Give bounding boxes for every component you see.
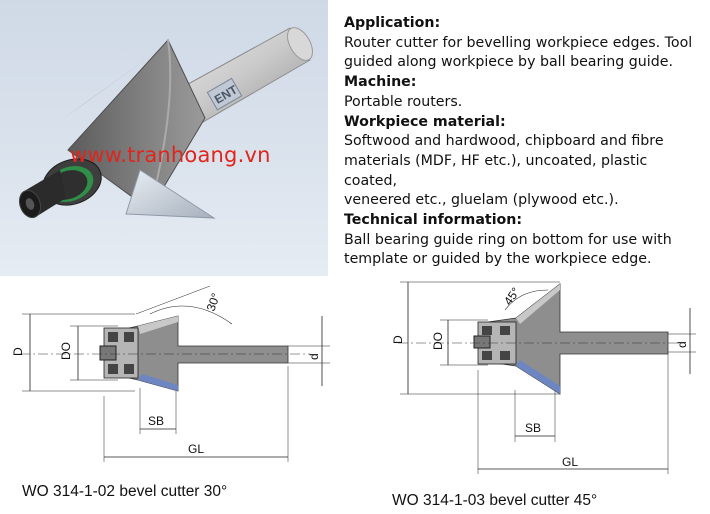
technical-drawing-45: D DO d SB GL 45° xyxy=(391,281,696,474)
section-line: Ball bearing guide ring on bottom for us… xyxy=(344,231,672,248)
section-heading: Machine: xyxy=(344,74,417,91)
dim-D-label: D xyxy=(11,347,25,356)
section-heading: Workpiece material: xyxy=(344,113,506,130)
dim-d-label: d xyxy=(307,353,321,360)
section-line: materials (MDF, HF etc.), uncoated, plas… xyxy=(344,152,648,189)
product-description: Application: Router cutter for bevelling… xyxy=(344,14,704,270)
angle-label: 30° xyxy=(204,291,223,313)
section-workpiece-material: Workpiece material: Softwood and hardwoo… xyxy=(344,113,704,212)
section-machine: Machine: Portable routers. xyxy=(344,73,704,112)
dim-SB-label: SB xyxy=(525,421,541,435)
dim-GL-label: GL xyxy=(562,455,578,469)
caption-30: WO 314-1-02 bevel cutter 30° xyxy=(22,483,228,500)
section-line: Portable routers. xyxy=(344,93,463,110)
section-line: template or guided by the workpiece edge… xyxy=(344,251,652,268)
section-line: Softwood and hardwood, chipboard and fib… xyxy=(344,133,664,150)
dim-DO-label: DO xyxy=(431,332,445,350)
section-application: Application: Router cutter for bevelling… xyxy=(344,14,704,73)
section-heading: Application: xyxy=(344,15,441,31)
section-line: guided along workpiece by ball bearing g… xyxy=(344,54,673,71)
section-line: Router cutter for bevelling workpiece ed… xyxy=(344,34,693,51)
router-bit-image: ENT xyxy=(18,27,313,219)
watermark-text: www.tranhoang.vn xyxy=(70,143,271,167)
section-line: veneered etc., gluelam (plywood etc.). xyxy=(344,192,619,209)
technical-drawing-30: D DO d SB GL 30° xyxy=(11,285,330,462)
section-technical-information: Technical information: Ball bearing guid… xyxy=(344,211,704,270)
angle-label: 45° xyxy=(501,285,523,308)
dim-SB-label: SB xyxy=(148,414,164,428)
dim-d-label: d xyxy=(675,341,689,348)
product-photo: ENT www.tranhoang.vn xyxy=(0,0,328,276)
dim-GL-label: GL xyxy=(188,442,204,456)
caption-45: WO 314-1-03 bevel cutter 45° xyxy=(392,492,598,509)
dim-DO-label: DO xyxy=(59,342,73,360)
dim-D-label: D xyxy=(391,335,405,344)
section-heading: Technical information: xyxy=(344,212,523,229)
